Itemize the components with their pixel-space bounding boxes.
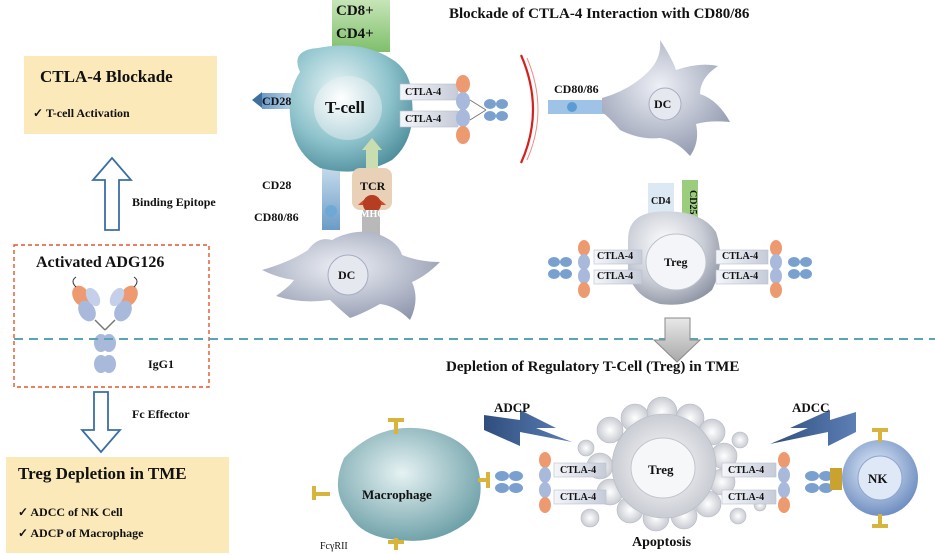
treg-ctla4-2: CTLA-4 (597, 271, 634, 282)
tcell-activation-item: ✓ T-cell Activation (33, 106, 130, 120)
antibody-box (13, 244, 210, 388)
adcc-nk-item: ✓ ADCC of NK Cell (18, 505, 123, 519)
treg-bottom-label: Treg (648, 462, 674, 477)
treg-antibody-left-icon (548, 240, 590, 298)
apoptosis-label: Apoptosis (632, 535, 692, 550)
macrophage-cell (337, 427, 481, 541)
dc-right-label: DC (654, 97, 672, 111)
ctla4-blockade-box (24, 56, 217, 134)
adcp-macrophage-item: ✓ ADCP of Macrophage (18, 526, 144, 540)
fc-receptor-icon (312, 418, 490, 550)
binding-epitope-label: Binding Epitope (132, 195, 216, 209)
cd8086-below-label: CD80/86 (254, 210, 299, 224)
macrophage-label: Macrophage (362, 487, 432, 502)
cd8086-right-label: CD80/86 (554, 82, 599, 96)
cd25-label: CD25 (687, 190, 698, 215)
cd28-left-label: CD28 (262, 94, 292, 108)
igg1-label: IgG1 (148, 357, 175, 371)
mhc-label: MHC (360, 209, 385, 220)
dc-bottom-label: DC (338, 268, 356, 282)
top-section-title: Blockade of CTLA-4 Interaction with CD80… (449, 6, 750, 22)
igg1-antibody-icon (72, 276, 138, 373)
t-cell-label: T-cell (325, 98, 365, 117)
tcell-ctla4-b: CTLA-4 (405, 114, 442, 125)
ctla4-antibody-icon (456, 75, 508, 144)
adcc-label: ADCC (792, 400, 830, 415)
bottom-ctla4-4: CTLA-4 (728, 492, 765, 503)
cd8-cd4-marker-box (332, 0, 390, 52)
treg-top-label: Treg (664, 255, 688, 269)
bottom-ctla4-1: CTLA-4 (560, 465, 597, 476)
adcc-bolt-icon (770, 410, 856, 446)
treg-depletion-title: Treg Depletion in TME (18, 464, 187, 483)
cd25-marker (682, 180, 698, 218)
bottom-section-title: Depletion of Regulatory T-Cell (Treg) in… (446, 359, 740, 375)
adcp-label: ADCP (494, 400, 531, 415)
nk-fc-receptor-icon (830, 428, 888, 528)
cd28-below-label: CD28 (262, 178, 292, 192)
tcell-ctla4-a: CTLA-4 (405, 87, 442, 98)
cd4-marker-label: CD4+ (336, 26, 374, 42)
treg-depletion-box (6, 457, 229, 553)
treg-ctla4-1: CTLA-4 (597, 251, 634, 262)
transition-arrow-icon (652, 317, 702, 363)
up-arrow-icon (91, 156, 133, 231)
bottom-ctla4-2: CTLA-4 (560, 492, 597, 503)
treg-ctla4-3: CTLA-4 (722, 251, 759, 262)
ctla4-blockade-title: CTLA-4 Blockade (40, 67, 173, 86)
fc-effector-label: Fc Effector (132, 407, 190, 421)
treg-antibody-right-icon (770, 240, 812, 298)
t-cell-nucleus (314, 76, 382, 140)
bottom-ctla4-3: CTLA-4 (728, 465, 765, 476)
bottom-antibody-left-icon (495, 452, 551, 513)
nk-label: NK (868, 471, 888, 486)
treg-ctla4-4: CTLA-4 (722, 271, 759, 282)
tcr-label: TCR (360, 179, 386, 193)
adcp-bolt-icon (484, 410, 572, 446)
bottom-antibody-right-icon (778, 452, 833, 513)
cd8-marker-label: CD8+ (336, 3, 374, 19)
cd4-label: CD4 (651, 196, 671, 207)
fc-receptor-label: FcγRII (320, 541, 348, 552)
activated-adg126-title: Activated ADG126 (36, 254, 165, 271)
blockade-bracket-icon (519, 54, 535, 164)
down-arrow-icon (80, 391, 122, 454)
